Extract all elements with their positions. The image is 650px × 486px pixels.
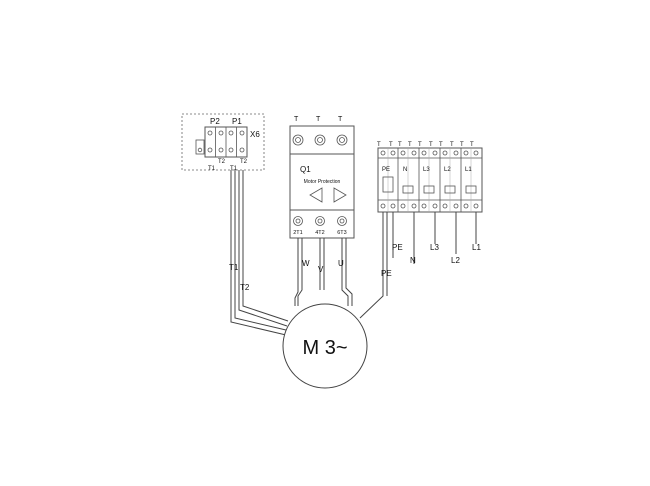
- terminal-link-icon: [402, 185, 414, 194]
- screw-icon: [400, 203, 406, 209]
- screw-icon: [292, 134, 304, 146]
- screw-icon: [390, 203, 396, 209]
- q1-subtitle: Motor Protection: [304, 179, 341, 185]
- supply-terminal-strip: T T T T T T T T T T PE N L3: [377, 142, 483, 213]
- supply-terminal-label: PE: [382, 167, 390, 173]
- terminal-mark-icon: T: [450, 142, 454, 148]
- terminal-mark-icon: T: [389, 142, 393, 148]
- terminal-mark-icon: T: [377, 142, 381, 148]
- screw-icon: [218, 147, 224, 153]
- pe-wire-motor: [359, 212, 384, 319]
- arrow-right-icon: [333, 187, 347, 203]
- screw-icon: [380, 203, 386, 209]
- screw-icon: [239, 130, 245, 136]
- screw-icon: [442, 203, 448, 209]
- supply-terminal-label: N: [403, 167, 407, 173]
- motor-phase-wires: W V U: [294, 238, 353, 306]
- q1-terminal-label: 4T2: [315, 230, 324, 236]
- screw-icon: [463, 203, 469, 209]
- screw-icon: [380, 150, 386, 156]
- motor-label: M 3~: [302, 337, 347, 359]
- q1-terminal-label: 6T3: [337, 230, 346, 236]
- screw-icon: [400, 150, 406, 156]
- supply-terminal-label: L3: [423, 167, 430, 173]
- x6-terminal-strip: [195, 126, 248, 158]
- screw-icon: [421, 203, 427, 209]
- x6-p1-label: P1: [232, 117, 242, 126]
- screw-icon: [293, 216, 303, 226]
- x6-pin-label: T2: [218, 159, 226, 165]
- screw-icon: [390, 150, 396, 156]
- screw-icon: [473, 150, 479, 156]
- wire-label: PE: [381, 269, 392, 278]
- motor-protection-q1: T T T Q1 Motor Protection 2T1 4T2 6T3: [289, 116, 355, 239]
- wire-label: V: [318, 265, 324, 274]
- supply-wires: PE PE N L3 L2 L1: [359, 212, 481, 319]
- terminal-mark-icon: T: [439, 142, 443, 148]
- terminal-link-icon: [444, 185, 456, 194]
- q1-terminal-label: 2T1: [293, 230, 302, 236]
- thermistor-wire-t2: [238, 170, 288, 327]
- wire-label: L1: [472, 243, 481, 252]
- wire-label: U: [338, 259, 344, 268]
- screw-icon: [421, 150, 427, 156]
- terminal-mark-icon: T: [398, 142, 402, 148]
- screw-icon: [228, 147, 234, 153]
- terminal-mark-icon: T: [429, 142, 433, 148]
- arrow-left-icon: [309, 187, 323, 203]
- motor: M 3~: [282, 303, 368, 389]
- screw-icon: [432, 203, 438, 209]
- screw-icon: [453, 203, 459, 209]
- terminal-mark-icon: T: [338, 116, 343, 123]
- thermistor-wires: T1 T2: [229, 170, 289, 336]
- phase-wire-w: [294, 238, 299, 306]
- wire-label: L3: [430, 243, 439, 252]
- screw-icon: [314, 134, 326, 146]
- screw-icon: [453, 150, 459, 156]
- x6-pin-label: T1: [230, 166, 238, 172]
- phase-wire-u: [341, 238, 349, 306]
- screw-icon: [463, 150, 469, 156]
- wire-label: L2: [451, 256, 460, 265]
- wire-label: W: [302, 259, 310, 268]
- terminal-mark-icon: T: [294, 116, 299, 123]
- terminal-mark-icon: T: [470, 142, 474, 148]
- q1-label: Q1: [300, 165, 311, 174]
- x6-pin-label: T1: [208, 166, 216, 172]
- screw-icon: [207, 130, 213, 136]
- screw-icon: [218, 130, 224, 136]
- screw-icon: [411, 203, 417, 209]
- x6-p2-label: P2: [210, 117, 220, 126]
- x6-dashed-frame: [181, 113, 265, 171]
- screw-icon: [239, 147, 245, 153]
- wire-label: T2: [240, 283, 250, 292]
- wire-label: PE: [392, 243, 403, 252]
- terminal-link-icon: [465, 185, 477, 194]
- screw-icon: [432, 150, 438, 156]
- wire-label: N: [410, 256, 416, 265]
- thermistor-wire-t1: [230, 170, 287, 336]
- screw-icon: [411, 150, 417, 156]
- supply-terminal-label: L2: [444, 167, 451, 173]
- screw-icon: [228, 130, 234, 136]
- terminal-block-x6: P2 P1 X6 T1 T2 T1 T2: [181, 113, 265, 172]
- terminal-mark-icon: T: [316, 116, 321, 123]
- screw-icon: [315, 216, 325, 226]
- screw-icon: [336, 134, 348, 146]
- screw-icon: [337, 216, 347, 226]
- terminal-mark-icon: T: [408, 142, 412, 148]
- terminal-mark-icon: T: [460, 142, 464, 148]
- x6-pin-label: T2: [240, 159, 248, 165]
- screw-icon: [442, 150, 448, 156]
- motor-symbol: [282, 303, 368, 389]
- x6-label: X6: [250, 130, 260, 139]
- supply-terminal-label: L1: [465, 167, 472, 173]
- terminal-link-icon: [423, 185, 435, 194]
- wire-label: T1: [229, 263, 239, 272]
- terminal-mark-icon: T: [418, 142, 422, 148]
- screw-icon: [207, 147, 213, 153]
- terminal-link-icon: [382, 176, 394, 193]
- screw-icon: [473, 203, 479, 209]
